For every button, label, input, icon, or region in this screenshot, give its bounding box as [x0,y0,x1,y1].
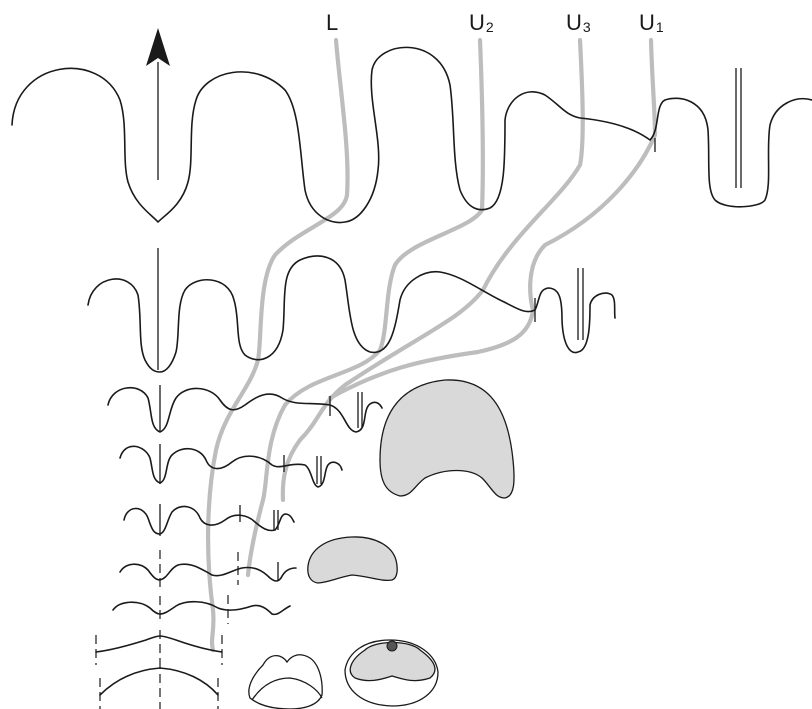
lobe-label-U1-main: U [639,10,655,35]
whorl-section-large [380,380,514,498]
suture-line-8 [96,636,222,652]
lobe-label-U2-main: U [469,10,485,35]
lobe-label-U3-sub: 3 [583,19,591,35]
suture-stage-1 [12,28,812,223]
suture-line-7 [113,602,290,615]
lobe-traces [208,40,655,650]
suture-line-9 [100,668,218,695]
suture-stage-2 [88,248,615,372]
lobe-label-L-main: L [326,10,338,35]
suture-line-2 [88,256,615,372]
whorl-section-initial [345,640,438,706]
lobe-label-U1-sub: 1 [656,19,664,35]
lobe-label-U3: U3 [566,12,591,34]
lobe-label-U2-sub: 2 [486,19,494,35]
protoconch-dot-icon [387,641,397,651]
whorl-section-medium [308,537,397,583]
suture-stage-8 [96,630,222,665]
suture-stage-4 [120,444,342,487]
arrow-up-icon [146,28,170,180]
whorl-section-small-open [249,655,322,709]
suture-line-4 [120,446,342,487]
trace-U1 [330,40,655,398]
lobe-label-U2: U2 [469,12,494,34]
lobe-label-U3-main: U [566,10,582,35]
suture-stage-7 [113,595,290,624]
suture-line-1 [12,47,812,222]
lobe-label-L: L [326,12,339,34]
siphuncle-marker-icon [736,68,741,188]
lobe-label-U1: U1 [639,12,664,34]
suture-stage-9 [100,660,218,709]
